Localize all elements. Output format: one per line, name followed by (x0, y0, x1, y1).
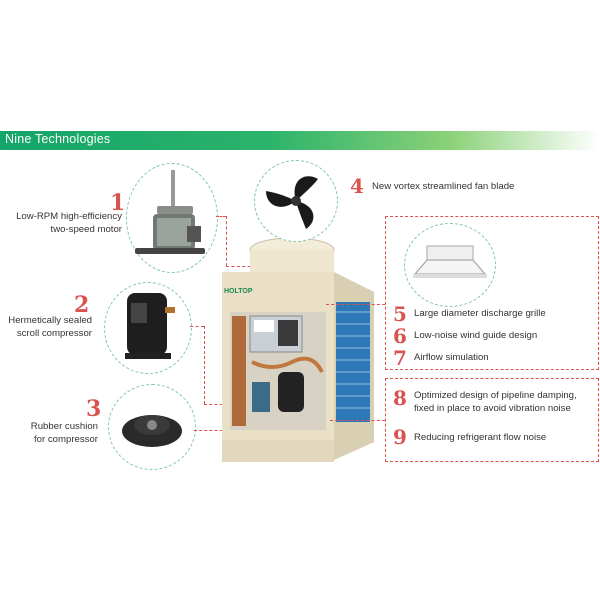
item-number-6: 6 (393, 324, 407, 348)
fan-blade-illustration (266, 176, 318, 229)
pipeline-label-line2: fixed in place to avoid vibration noise (414, 403, 571, 414)
rubber-cushion-illustration (122, 415, 182, 447)
grille-feature-box (385, 216, 599, 370)
grille-label: Large diameter discharge grille (414, 308, 546, 319)
airflow-label: Airflow simulation (414, 352, 489, 363)
motor-illustration (135, 170, 205, 254)
section-header: Nine Technologies (0, 131, 600, 150)
connector-line-1c (226, 266, 256, 267)
item-number-1: 1 (110, 190, 126, 216)
discharge-grille-illustration (413, 245, 487, 278)
wind-guide-label: Low-noise wind guide design (414, 330, 538, 341)
item-number-7: 7 (393, 346, 407, 370)
item-number-2: 2 (74, 292, 90, 318)
fan-blade-image-circle (254, 160, 338, 242)
item-number-8: 8 (393, 386, 407, 410)
compressor-label: Hermetically sealed scroll compressor (0, 314, 92, 340)
outdoor-unit-illustration (222, 237, 374, 462)
section-title: Nine Technologies (5, 132, 111, 146)
cushion-image-circle (108, 384, 196, 470)
brand-logo: HOLTOP (224, 288, 253, 295)
connector-line-1b (226, 216, 227, 266)
pipeline-label-line1: Optimized design of pipeline damping, (414, 390, 577, 401)
grille-image-circle (404, 223, 496, 307)
noise-feature-box (385, 378, 599, 462)
motor-label-line1: Low-RPM high-efficiency (16, 211, 122, 222)
motor-image-circle (126, 163, 218, 273)
connector-line-2a (190, 326, 204, 327)
item-number-9: 9 (393, 425, 407, 449)
connector-line-2b (204, 326, 205, 404)
motor-label-line2: two-speed motor (50, 224, 122, 235)
pipeline-label: Optimized design of pipeline damping, fi… (414, 389, 577, 415)
compressor-label-line1: Hermetically sealed (8, 315, 92, 326)
connector-line-5 (326, 304, 385, 305)
compressor-label-line2: scroll compressor (16, 328, 92, 339)
item-number-3: 3 (86, 396, 102, 422)
connector-line-1a (216, 216, 226, 217)
item-number-4: 4 (350, 174, 364, 198)
cushion-label: Rubber cushion for compressor (0, 420, 98, 446)
cushion-label-line1: Rubber cushion (30, 421, 98, 432)
motor-label: Low-RPM high-efficiency two-speed motor (0, 210, 122, 236)
fan-blade-label: New vortex streamlined fan blade (372, 181, 515, 192)
compressor-illustration (125, 293, 175, 359)
connector-line-8 (330, 420, 385, 421)
item-number-5: 5 (393, 302, 407, 326)
compressor-image-circle (104, 282, 192, 374)
cushion-label-line2: for compressor (34, 434, 98, 445)
outdoor-unit-image: HOLTOP (222, 232, 380, 464)
refrigerant-label: Reducing refrigerant flow noise (414, 432, 547, 443)
